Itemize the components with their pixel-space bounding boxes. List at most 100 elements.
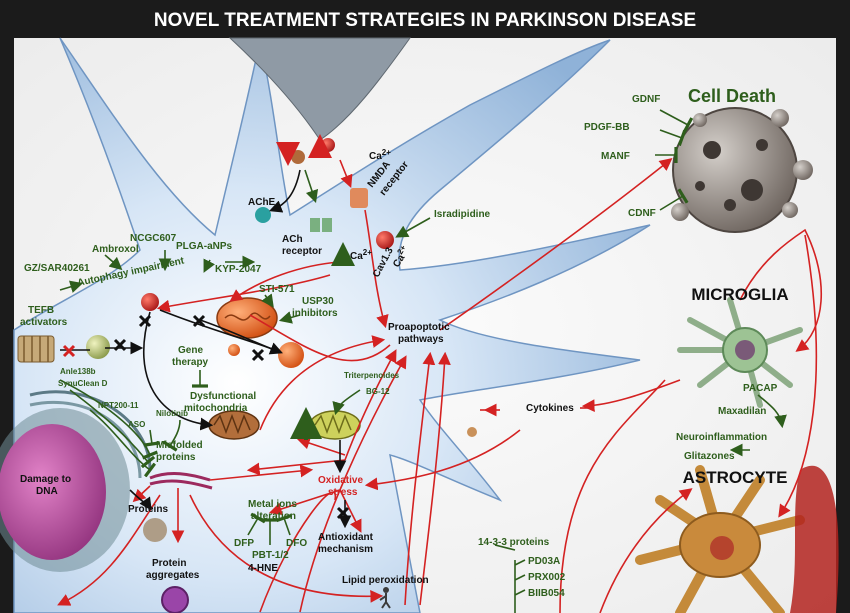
vesicle	[228, 344, 240, 356]
label-metal-ions: Metal ions	[248, 499, 297, 510]
vesicle	[141, 293, 159, 311]
pathway-arrows	[57, 158, 823, 613]
label-glitazones: Glitazones	[684, 451, 735, 462]
label-pdgf: PDGF-BB	[584, 122, 630, 133]
label-microglia: MICROGLIA	[691, 285, 788, 304]
astrocyte-cell	[635, 465, 805, 613]
label-maxadilan: Maxadilan	[718, 406, 766, 417]
microglia-cell	[677, 297, 803, 408]
label-protein: Protein	[152, 558, 186, 569]
label-plga: PLGA-aNPs	[176, 241, 233, 252]
label-misfolded: Misfolded	[156, 440, 203, 451]
label-anle138b: Anle138b	[60, 367, 96, 376]
label-dna: DNA	[36, 486, 58, 497]
cell-pore	[724, 199, 736, 211]
label-oxidative: Oxidative	[318, 475, 363, 486]
label-gz-sar40261: GZ/SAR40261	[24, 263, 90, 274]
ache-enzyme	[255, 207, 271, 223]
label-gdnf: GDNF	[632, 94, 660, 105]
label-tefb: TEFB	[28, 305, 54, 316]
nucleus	[0, 424, 106, 560]
cell-pore	[703, 141, 721, 159]
label-tefb-activators: activators	[20, 317, 68, 328]
label-prx002: PRX002	[528, 572, 566, 583]
label-ca-mid: Ca2+	[350, 248, 372, 262]
label-pathways: pathways	[398, 334, 444, 345]
label-cell-death: Cell Death	[688, 86, 776, 106]
label-astrocyte: ASTROCYTE	[683, 468, 788, 487]
label-proapoptotic: Proapoptotic	[388, 322, 450, 333]
label-biib054: BIIB054	[528, 588, 565, 599]
acetylcholine-vesicle	[291, 150, 305, 164]
label-cytokines: Cytokines	[526, 403, 574, 414]
label-stress: stress	[328, 487, 358, 498]
protein-cluster	[143, 518, 167, 542]
label-sti571: STI-571	[259, 284, 295, 295]
mitochondrion-fragment	[278, 342, 304, 368]
apoptotic-body	[793, 160, 813, 180]
label-synuclean: SynuClean D	[58, 379, 108, 388]
label-ach-receptor: receptor	[282, 246, 322, 257]
block-mark-red	[62, 344, 76, 358]
label-isradipidine: Isradipidine	[434, 209, 491, 220]
cell-pore	[741, 179, 763, 201]
label-dfo: DFO	[286, 538, 307, 549]
label-ach: ACh	[282, 234, 303, 245]
blood-vessel	[790, 465, 839, 613]
label-cdnf: CDNF	[628, 208, 656, 219]
label-aso: ASO	[128, 420, 145, 429]
label-neuroinflammation: Neuroinflammation	[676, 432, 767, 443]
apoptotic-body	[671, 203, 689, 221]
apoptotic-body	[693, 113, 707, 127]
label-npt200: NPT200-11	[98, 401, 139, 410]
label-kyp2047: KYP-2047	[215, 264, 262, 275]
page-title: NOVEL TREATMENT STRATEGIES IN PARKINSON …	[154, 10, 696, 31]
label-dysfunctional: Dysfunctional	[190, 391, 256, 402]
glutamate-vesicle	[321, 138, 335, 152]
lysosome	[86, 335, 110, 359]
label-14-3-3: 14-3-3 proteins	[478, 537, 550, 548]
label-manf: MANF	[601, 151, 630, 162]
cytokine-particle	[467, 427, 477, 437]
label-mechanism: mechanism	[318, 544, 373, 555]
cell-pore	[695, 181, 705, 191]
label-ache: AChE	[248, 197, 276, 208]
apoptotic-body	[771, 109, 789, 127]
label-pbt: PBT-1/2	[252, 550, 289, 561]
neuron-body	[13, 37, 651, 613]
drug-arrows	[59, 109, 787, 613]
person-icon	[379, 587, 391, 609]
mitochondrion-recovered	[309, 410, 361, 440]
ach-receptor-shape	[310, 218, 332, 232]
cav13-channel	[376, 231, 394, 249]
proteasome-rings	[23, 336, 49, 362]
mitochondrion-dysfunctional	[208, 410, 260, 440]
label-pacap: PACAP	[743, 383, 778, 394]
title-bar	[0, 0, 850, 38]
label-gene: Gene	[178, 345, 203, 356]
label-usp30: USP30	[302, 296, 334, 307]
er-membrane	[29, 400, 142, 479]
cell-pore	[756, 139, 768, 151]
label-pd03a: PD03A	[528, 556, 560, 567]
label-aggregates: aggregates	[146, 570, 200, 581]
mitochondrion-healthy	[216, 297, 278, 339]
label-proteins-small: Proteins	[128, 504, 168, 515]
label-lipid-peroxidation: Lipid peroxidation	[342, 575, 429, 586]
proteasome	[17, 335, 55, 363]
label-mitochondria: mitochondria	[184, 403, 248, 414]
label-damage-to: Damage to	[20, 474, 71, 485]
label-ambroxol: Ambroxol	[92, 244, 139, 255]
label-4hne: 4-HNE	[248, 563, 278, 574]
label-gene-therapy: therapy	[172, 357, 209, 368]
label-usp30-inhibitors: inhibitors	[292, 308, 338, 319]
nmda-receptor-shape	[350, 188, 368, 208]
label-alteration: alteration	[251, 511, 296, 522]
label-ncgc607: NCGC607	[130, 233, 177, 244]
label-bg12: BG-12	[366, 387, 390, 396]
label-nilotinib: Nilotinib	[156, 409, 188, 418]
label-triterpenoides: Triterpenoides	[344, 371, 400, 380]
label-antioxidant: Antioxidant	[318, 532, 374, 543]
